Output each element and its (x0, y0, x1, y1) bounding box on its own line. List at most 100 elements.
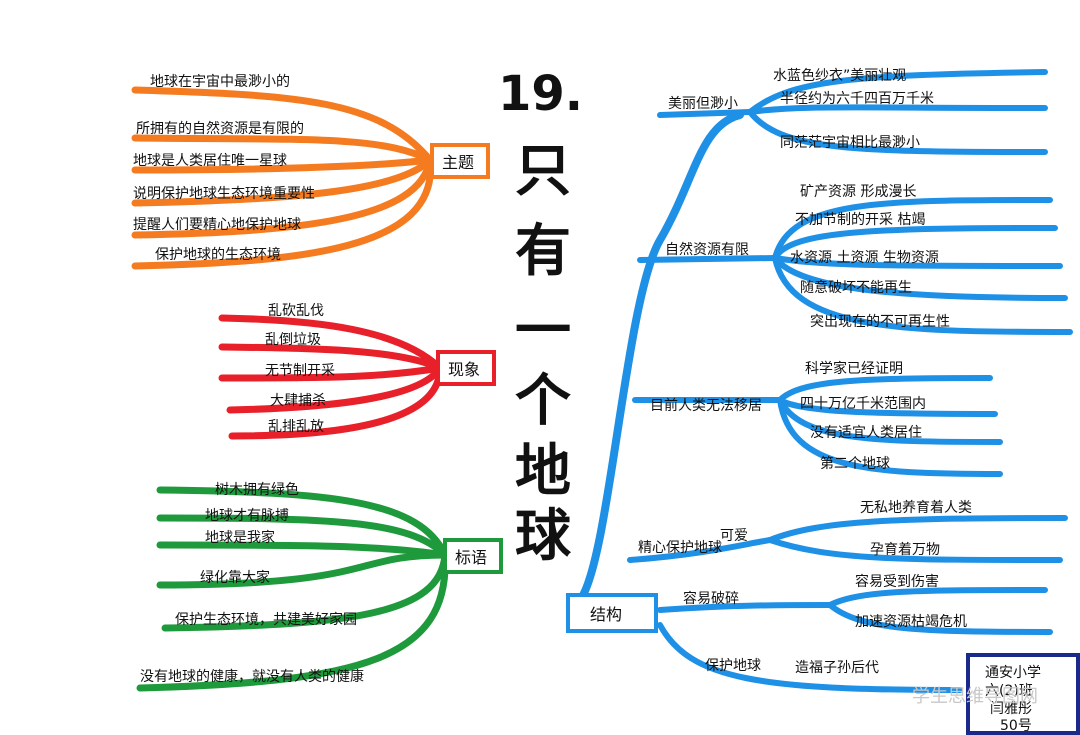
theme-line-6 (131, 156, 434, 270)
phenomenon-line-5 (228, 364, 444, 440)
theme-branch (131, 86, 434, 270)
structure-branch-6-line (657, 622, 963, 693)
slogan-line-4 (156, 551, 449, 589)
phenomenon-line-2 (218, 343, 444, 372)
structure-box (566, 593, 658, 633)
structure-leaf-2-5: 突出现在的不可再生性 (810, 314, 950, 330)
theme-item-3: 地球是人类居住唯一星球 (133, 153, 287, 169)
author-school: 通安小学 (985, 665, 1041, 681)
structure-branch-2-line (637, 255, 778, 263)
structure-leaf-3-2-line (777, 397, 998, 417)
author-class: 六(2)班 (985, 683, 1033, 699)
phenomenon-line-1 (218, 314, 444, 372)
structure-leaf-2-4: 随意破坏不能再生 (800, 279, 912, 296)
slogan-branch (136, 486, 449, 692)
slogan-item-6: 没有地球的健康，就没有人类的健康 (140, 668, 364, 685)
structure-leaf-3-2: 四十万亿千米范围内 (800, 395, 926, 412)
slogan-line-1 (156, 486, 449, 559)
watermark: 学生思维导图网 (912, 686, 1038, 707)
structure-leaf-3-3-line (777, 397, 1003, 445)
structure-leaf-3-4-line (777, 397, 1003, 477)
slogan-line-5 (161, 551, 449, 632)
structure-leaf-1-3: 同茫茫宇宙相比最渺小 (780, 135, 920, 151)
slogan-item-2: 地球才有脉搏 (205, 507, 289, 524)
slogan-line-3 (156, 541, 449, 559)
theme-line-5 (131, 156, 434, 239)
structure-leaf-2-3: 水资源 土资源 生物资源 (790, 250, 939, 266)
structure-leaf-3-4: 第二个地球 (820, 455, 890, 472)
title-char-1: 只 (515, 139, 571, 204)
structure-branch-2-label: 自然资源有限 (665, 241, 749, 258)
phenomenon-box (436, 350, 496, 386)
theme-label: 主题 (442, 153, 474, 172)
phenomenon-branch (218, 314, 444, 440)
structure-leaf-3-1: 科学家已经证明 (805, 360, 903, 377)
theme-item-2: 所拥有的自然资源是有限的 (136, 120, 304, 137)
structure-leaf-1-1-line (747, 69, 1048, 115)
structure-leaf-2-1: 矿产资源 形成漫长 (800, 184, 916, 200)
structure-leaf-2-5-line (772, 255, 1073, 335)
structure-leaf-5-1-line (827, 587, 1048, 608)
structure-leaf-4-2: 孕育着万物 (870, 542, 940, 558)
theme-line-2 (131, 134, 434, 164)
slogan-line-6 (136, 551, 449, 692)
structure-leaf-1-2-line (747, 104, 1048, 115)
phenomenon-item-4: 大肆捕杀 (270, 393, 326, 409)
structure-leaf-1-1: 水蓝色纱衣”美丽壮观 (773, 67, 906, 84)
theme-line-1 (131, 86, 434, 164)
theme-item-4: 说明保护地球生态环境重要性 (133, 186, 315, 202)
theme-item-5: 提醒人们要精心地保护地球 (133, 217, 301, 233)
structure-leaf-2-4-line (772, 255, 1068, 301)
structure-branch-4-sub: 可爱 (720, 528, 748, 544)
phenomenon-label: 现象 (448, 360, 480, 379)
title-char-2: 有 (515, 219, 571, 284)
structure-branch-5-label: 容易破碎 (683, 590, 739, 607)
title-char-3: 一 (515, 299, 571, 364)
phenomenon-line-3 (218, 364, 444, 382)
title-char-4: 个 (515, 369, 571, 434)
slogan-item-5: 保护生态环境，共建美好家园 (175, 611, 357, 628)
structure-branch-4-label: 精心保护地球 (638, 540, 722, 556)
slogan-item-3: 地球是我家 (205, 529, 275, 546)
structure-label: 结构 (590, 605, 622, 624)
theme-line-3 (131, 156, 434, 174)
slogan-label: 标语 (455, 548, 487, 567)
structure-trunk (576, 111, 744, 604)
structure-leaf-1-3-line (747, 109, 1048, 155)
slogan-line-2 (156, 514, 449, 559)
structure-branch-4-line (627, 537, 773, 563)
phenomenon-item-3: 无节制开采 (265, 363, 335, 379)
structure-leaf-2-2: 不加节制的开采 枯竭 (795, 212, 925, 228)
structure-branch-5-line (657, 602, 833, 613)
author-box (966, 653, 1080, 735)
title-char-5: 地 (515, 439, 571, 504)
phenomenon-item-5: 乱排乱放 (268, 419, 324, 435)
structure-branch (576, 69, 1073, 693)
structure-leaf-3-3: 没有适宜人类居住 (810, 425, 922, 441)
phenomenon-item-1: 乱砍乱伐 (268, 303, 324, 319)
theme-item-1: 地球在宇宙中最渺小的 (150, 74, 290, 90)
slogan-item-4: 绿化靠大家 (200, 569, 270, 586)
structure-branch-3-label: 目前人类无法移居 (650, 397, 762, 414)
structure-leaf-2-1-line (772, 197, 1053, 261)
structure-leaf-4-2-line (767, 537, 1063, 563)
phenomenon-line-4 (226, 364, 444, 414)
structure-branch-1-line (657, 109, 753, 118)
phenomenon-item-2: 乱倒垃圾 (265, 332, 321, 348)
structure-branch-6-label: 保护地球 (705, 658, 761, 674)
structure-leaf-4-1: 无私地养育着人类 (860, 500, 972, 516)
structure-leaf-5-2-line (827, 602, 1053, 635)
structure-leaf-6-1: 造福子孙后代 (795, 660, 879, 676)
title-number: 19. (498, 66, 583, 122)
structure-leaf-3-1-line (777, 375, 993, 403)
title-char-6: 球 (515, 504, 572, 569)
author-name: 闫雅彤 (990, 701, 1032, 717)
slogan-box (443, 538, 503, 574)
structure-leaf-5-1: 容易受到伤害 (855, 573, 939, 590)
author-number: 50号 (1000, 718, 1032, 734)
structure-branch-1-label: 美丽但渺小 (668, 96, 738, 112)
theme-item-6: 保护地球的生态环境 (155, 247, 281, 263)
slogan-item-1: 树木拥有绿色 (215, 481, 299, 498)
